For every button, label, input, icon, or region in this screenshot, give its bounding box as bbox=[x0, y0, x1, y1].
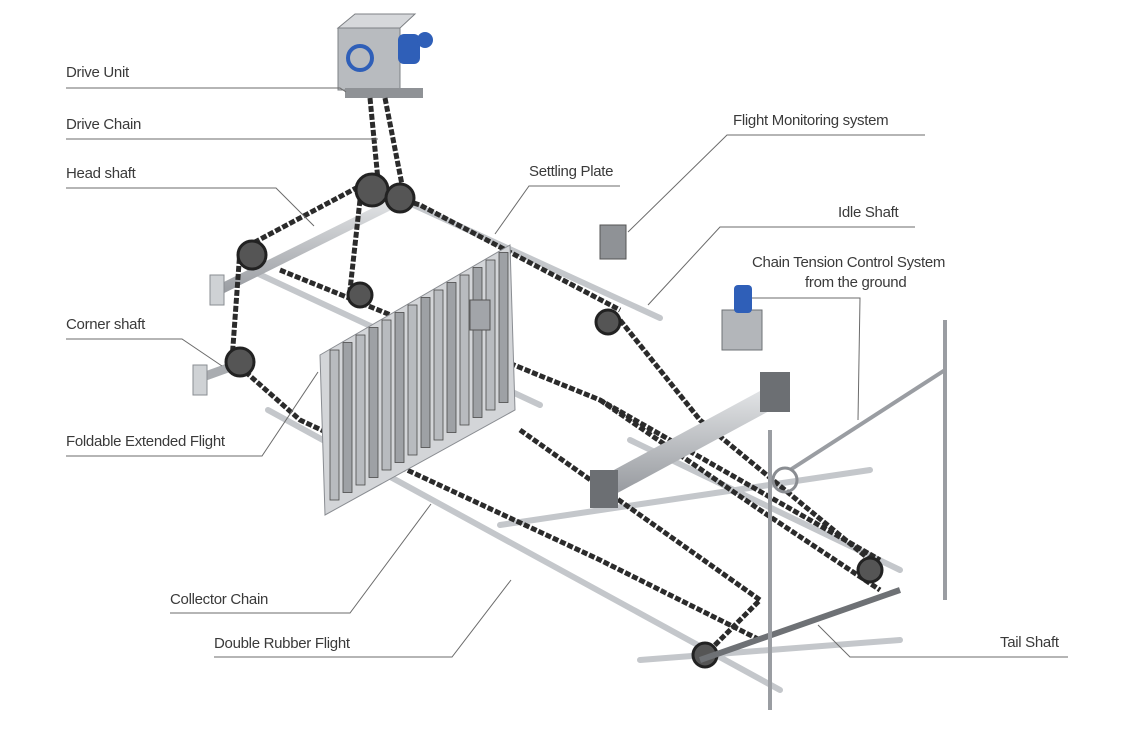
flight-slat bbox=[420, 297, 431, 448]
flight-slat bbox=[446, 282, 457, 433]
flight-slat bbox=[355, 334, 366, 486]
label-flight-monitoring-system: Flight Monitoring system bbox=[733, 112, 889, 129]
label-foldable-extended-flight: Foldable Extended Flight bbox=[66, 433, 225, 450]
label-double-rubber-flight: Double Rubber Flight bbox=[214, 635, 350, 652]
flight-monitoring-device bbox=[469, 224, 627, 331]
flight-slat bbox=[472, 267, 483, 418]
flight-slat bbox=[485, 259, 496, 411]
flight-slat bbox=[381, 319, 392, 471]
flight-slat bbox=[342, 342, 353, 493]
flight-slat bbox=[407, 304, 418, 456]
label-head-shaft: Head shaft bbox=[66, 165, 136, 182]
drive-unit bbox=[336, 13, 433, 98]
flight-slat bbox=[368, 327, 379, 478]
flight-slat bbox=[433, 289, 444, 441]
label-idle-shaft: Idle Shaft bbox=[838, 204, 899, 221]
flight-slat bbox=[329, 349, 340, 501]
label-collector-chain: Collector Chain bbox=[170, 591, 269, 608]
label-tail-shaft: Tail Shaft bbox=[1000, 634, 1059, 651]
label-corner-shaft: Corner shaft bbox=[66, 316, 145, 333]
sprockets bbox=[224, 172, 884, 669]
flight-slat bbox=[459, 274, 470, 426]
label-chain-tension-line2: from the ground bbox=[805, 274, 907, 291]
label-settling-plate: Settling Plate bbox=[529, 163, 614, 180]
flight-slats bbox=[329, 252, 509, 501]
chain-tension-control bbox=[721, 285, 947, 710]
flight-slat bbox=[394, 312, 405, 463]
label-drive-chain: Drive Chain bbox=[66, 116, 142, 133]
label-drive-unit: Drive Unit bbox=[66, 64, 129, 81]
flight-slat bbox=[498, 252, 509, 403]
leader-lines bbox=[66, 87, 1068, 658]
tail-shaft bbox=[590, 372, 901, 663]
label-chain-tension-line1: Chain Tension Control System bbox=[752, 254, 946, 271]
